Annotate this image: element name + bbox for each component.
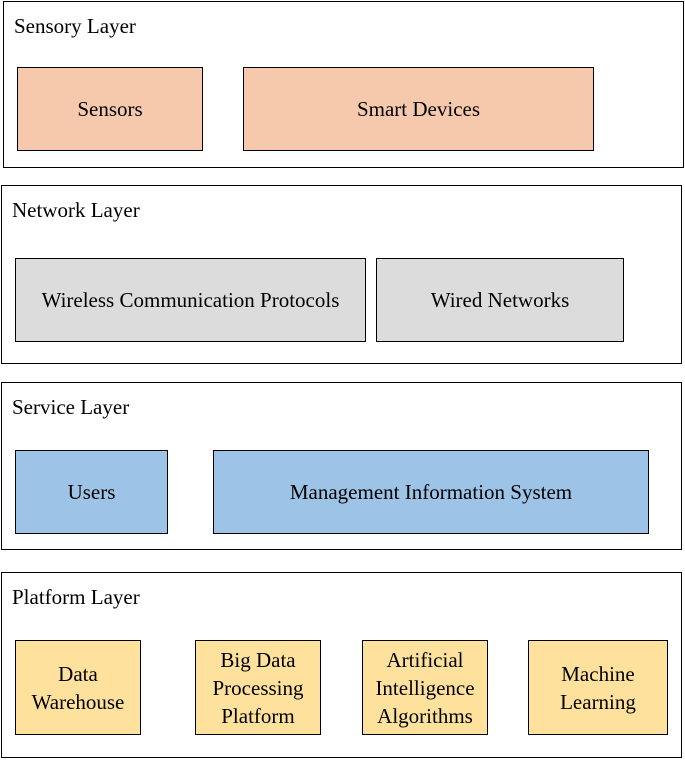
wireless-communication-protocols-label: Wireless Communication Protocols: [41, 288, 340, 312]
platform-layer: Platform Layer Data Warehouse Big Data P…: [1, 572, 682, 758]
smart-devices-box: Smart Devices: [243, 67, 594, 151]
artificial-intelligence-algorithms-box: Artificial Intelligence Algorithms: [362, 640, 488, 735]
users-label: Users: [67, 480, 116, 504]
service-layer-title: Service Layer: [12, 395, 130, 419]
machine-learning-box: Machine Learning: [528, 640, 668, 735]
service-layer: Service Layer Users Management Informati…: [1, 382, 682, 550]
sensors-label: Sensors: [77, 97, 143, 121]
artificial-intelligence-algorithms-label: Artificial Intelligence Algorithms: [375, 647, 475, 728]
network-layer: Network Layer Wireless Communication Pro…: [1, 185, 682, 364]
sensory-layer: Sensory Layer Sensors Smart Devices: [3, 1, 684, 168]
wireless-communication-protocols-box: Wireless Communication Protocols: [15, 258, 366, 342]
platform-layer-title: Platform Layer: [12, 585, 140, 609]
big-data-processing-platform-box: Big Data Processing Platform: [195, 640, 321, 735]
smart-devices-label: Smart Devices: [356, 97, 481, 121]
data-warehouse-label: Data Warehouse: [31, 661, 125, 714]
management-information-system-label: Management Information System: [289, 480, 573, 504]
sensory-layer-title: Sensory Layer: [14, 14, 136, 38]
sensors-box: Sensors: [17, 67, 203, 151]
data-warehouse-box: Data Warehouse: [15, 640, 141, 735]
big-data-processing-platform-label: Big Data Processing Platform: [212, 647, 304, 728]
management-information-system-box: Management Information System: [213, 450, 649, 534]
network-layer-title: Network Layer: [12, 198, 140, 222]
users-box: Users: [15, 450, 168, 534]
wired-networks-label: Wired Networks: [430, 288, 570, 312]
machine-learning-label: Machine Learning: [560, 661, 636, 714]
wired-networks-box: Wired Networks: [376, 258, 624, 342]
